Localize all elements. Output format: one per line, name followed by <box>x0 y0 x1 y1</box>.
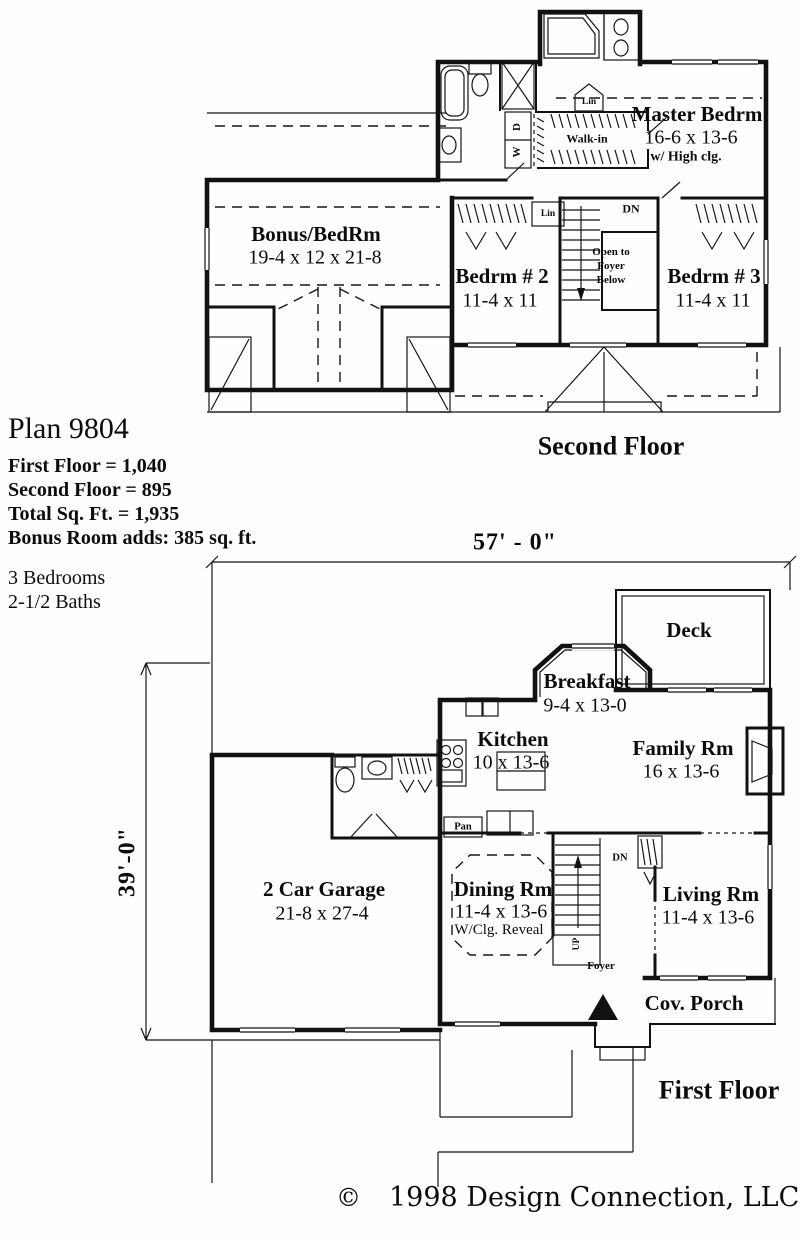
plan-title: Plan 9804 <box>8 412 129 445</box>
room-label-bonus: Bonus/BedRm <box>251 221 381 246</box>
dimension-width: 57' - 0" <box>473 529 557 556</box>
room-dims-bedrm3: 11-4 x 11 <box>675 289 751 312</box>
label-foyer: Foyer <box>587 960 615 973</box>
second-floor-windows <box>202 57 771 350</box>
dimension-lines <box>140 555 797 1183</box>
copyright-line: © 1998 Design Connection, LLC <box>336 1182 799 1213</box>
ceiling-reveal-outline <box>451 854 553 956</box>
first-floor-plan <box>140 555 797 1187</box>
kitchen-fixtures <box>436 697 546 838</box>
foyer-closet <box>637 835 663 886</box>
room-dims-kitchen: 10 x 13-6 <box>472 751 550 774</box>
first-floor-area: First Floor = 1,040 <box>8 455 167 477</box>
room-note-dining: W/Clg. Reveal <box>454 922 544 939</box>
room-label-garage: 2 Car Garage <box>262 876 386 901</box>
bedroom-count: 3 Bedrooms <box>8 567 106 589</box>
total-area: Total Sq. Ft. = 1,935 <box>8 503 180 525</box>
room-dims-bonus: 19-4 x 12 x 21-8 <box>248 246 382 269</box>
porch-lines <box>594 978 776 1061</box>
room-note-master-bedrm: w/ High clg. <box>650 149 722 165</box>
second-floor-plan <box>202 9 781 413</box>
bonus-wing-lines <box>205 112 454 413</box>
room-label-family: Family Rm <box>632 735 734 760</box>
room-label-bedrm3: Bedrm # 3 <box>667 263 761 288</box>
label-washer: W <box>511 146 524 158</box>
bath-count: 2-1/2 Baths <box>8 591 101 613</box>
label-dryer: D <box>511 123 524 131</box>
hall-linen-closet <box>531 201 565 227</box>
label-dn-second: DN <box>622 201 640 216</box>
label-pantry: Pan <box>454 821 472 833</box>
room-dims-living: 11-4 x 13-6 <box>661 906 755 929</box>
room-label-dining: Dining Rm <box>453 876 553 901</box>
label-open-to-foyer-1: Open to <box>592 246 630 259</box>
room-dims-dining: 11-4 x 13-6 <box>454 900 548 923</box>
first-floor-stairs <box>552 838 601 966</box>
half-bath-fixtures <box>334 756 433 839</box>
plan-info-block: Plan 9804 First Floor = 1,040 Second Flo… <box>8 412 256 614</box>
bonus-area: Bonus Room adds: 385 sq. ft. <box>8 527 257 549</box>
dimension-depth: 39'-0" <box>114 827 141 897</box>
label-dn-first: DN <box>612 852 628 864</box>
porch-roof-lines <box>440 346 781 413</box>
room-label-deck: Deck <box>666 617 712 642</box>
copyright-icon: © <box>336 1183 361 1212</box>
room-label-living: Living Rm <box>662 881 760 906</box>
label-open-to-foyer-3: Below <box>596 274 626 287</box>
room-dims-breakfast: 9-4 x 13-0 <box>543 694 627 717</box>
room-label-bedrm2: Bedrm # 2 <box>455 263 549 288</box>
room-dims-bedrm2: 11-4 x 11 <box>462 289 538 312</box>
room-label-porch: Cov. Porch <box>644 990 744 1015</box>
room-label-breakfast: Breakfast <box>543 668 631 693</box>
copyright-text: 1998 Design Connection, LLC <box>389 1182 800 1213</box>
room-label-master-bedrm: Master Bedrm <box>631 101 763 126</box>
label-open-to-foyer-2: Foyer <box>597 260 625 273</box>
second-floor-stairs <box>562 206 659 311</box>
fireplace <box>745 726 785 796</box>
title-second-floor: Second Floor <box>537 431 685 461</box>
title-first-floor: First Floor <box>658 1075 780 1105</box>
label-linen-2: Lin <box>540 209 556 220</box>
second-floor-area: Second Floor = 895 <box>8 479 172 501</box>
label-up: UP <box>572 937 583 951</box>
room-dims-garage: 21-8 x 27-4 <box>275 902 369 925</box>
room-label-kitchen: Kitchen <box>477 726 549 751</box>
label-walk-in: Walk-in <box>566 131 608 146</box>
master-bath-fixtures <box>437 11 641 163</box>
room-dims-master-bedrm: 16-6 x 13-6 <box>644 126 738 149</box>
label-linen-1: Lin <box>581 97 597 108</box>
room-dims-family: 16 x 13-6 <box>642 760 720 783</box>
entry-marker <box>588 994 618 1020</box>
first-floor-windows <box>240 641 775 1035</box>
walkway-lines <box>437 1032 634 1187</box>
